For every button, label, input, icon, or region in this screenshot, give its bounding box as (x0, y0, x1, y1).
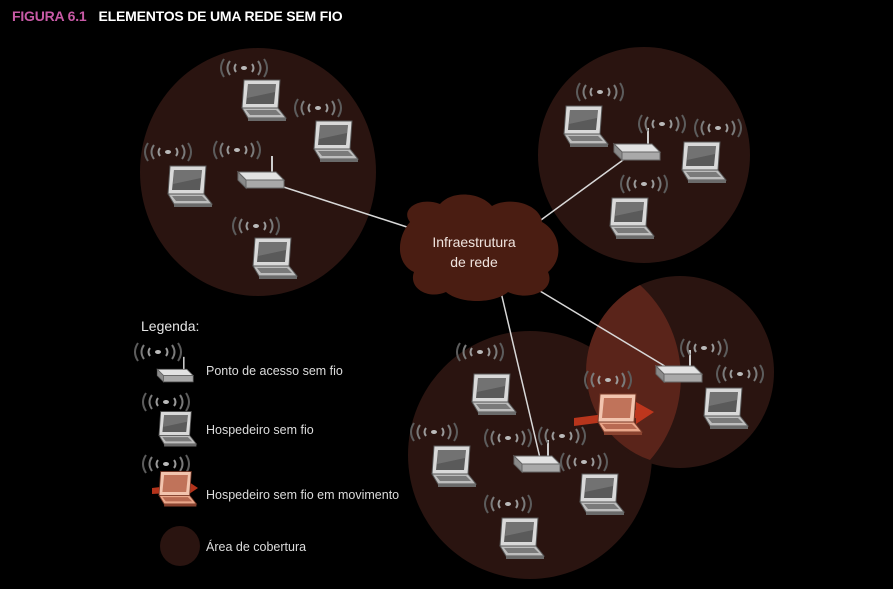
figure-caption: FIGURA 6.1 ELEMENTOS DE UMA REDE SEM FIO (12, 8, 343, 24)
legend-item-moving-host: Hospedeiro sem fio em movimento (206, 488, 400, 502)
link-bottom-right (534, 287, 669, 369)
waves-icon (142, 392, 190, 412)
cloud-label-line2: de rede (450, 254, 498, 270)
access-point-icon (156, 356, 194, 383)
figure-number: FIGURA 6.1 (12, 8, 87, 24)
cloud-label: Infraestrutura de rede (400, 232, 548, 272)
moving-host (574, 370, 654, 436)
network-links (261, 151, 669, 459)
waves-icon (134, 342, 182, 362)
legend-item-access-point: Ponto de acesso sem fio (206, 364, 343, 378)
legend-title: Legenda: (141, 318, 200, 334)
laptop-icon (158, 411, 197, 447)
link-bottom-center (499, 287, 541, 459)
coverage-area-icon (160, 526, 200, 566)
waves-icon (142, 454, 190, 474)
legend-icons (134, 342, 200, 566)
legend-item-wireless-host: Hospedeiro sem fio (206, 423, 314, 437)
figure-title: ELEMENTOS DE UMA REDE SEM FIO (98, 8, 343, 24)
link-top-left (261, 179, 411, 229)
network-infrastructure-cloud (399, 194, 559, 301)
cloud-label-line1: Infraestrutura (432, 234, 516, 250)
link-top-right (529, 151, 635, 229)
legend-item-coverage-area: Área de cobertura (206, 540, 307, 554)
